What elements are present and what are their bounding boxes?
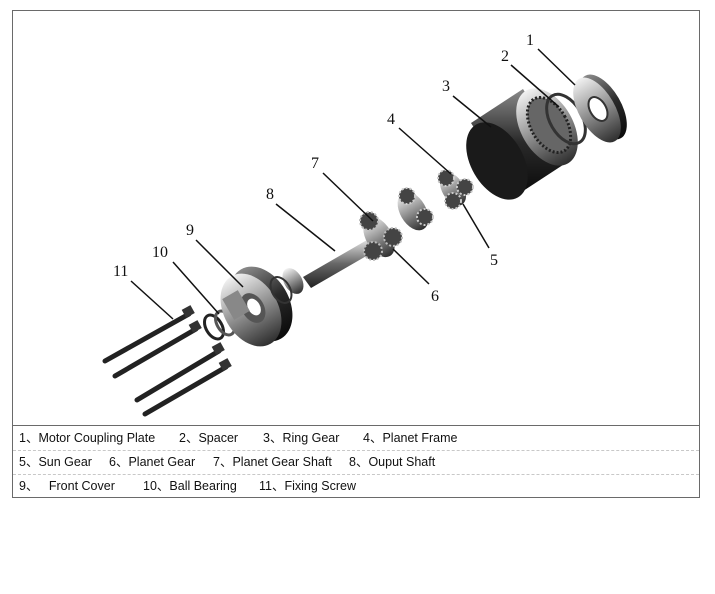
fixing-screw [112,320,202,379]
callout-3: 3 [442,78,450,95]
callout-5: 5 [490,252,498,269]
legend-item: 10、Ball Bearing [143,479,237,493]
legend-item: 8、Ouput Shaft [349,455,436,469]
fixing-screws [102,305,232,417]
planet-gear-shaft [359,211,403,261]
callout-2: 2 [501,48,509,65]
planet-frame [397,187,434,231]
legend-item: 2、Spacer [179,431,239,445]
legend-item: 9、 Front Cover [19,479,115,493]
exploded-view-diagram: 1 2 3 4 5 6 7 8 9 10 11 [102,32,627,417]
sun-gear [437,169,474,210]
callout-6: 6 [431,288,439,305]
parts-legend: 1、Motor Coupling Plate 2、Spacer 3、Ring G… [13,425,699,498]
legend-row: 9、 Front Cover 10、Ball Bearing 11、Fixing… [13,474,699,498]
fixing-screw [134,342,225,403]
motor-coupling-plate [573,74,627,143]
callout-7: 7 [311,155,319,172]
callout-11: 11 [113,263,128,280]
legend-row: 1、Motor Coupling Plate 2、Spacer 3、Ring G… [13,426,699,451]
ring-gear [466,88,578,200]
legend-item: 4、Planet Frame [363,431,458,445]
shaft-bearing [269,268,304,304]
callout-8: 8 [266,186,274,203]
callout-1: 1 [526,32,534,49]
legend-item: 5、Sun Gear [19,455,92,469]
callout-10: 10 [152,244,168,261]
callout-4: 4 [387,111,395,128]
legend-item: 7、Planet Gear Shaft [213,455,332,469]
legend-row: 5、Sun Gear 6、Planet Gear 7、Planet Gear S… [13,450,699,475]
leader-lines [130,48,576,320]
fixing-screw [102,305,195,364]
output-shaft [303,240,375,288]
legend-item: 1、Motor Coupling Plate [19,431,156,445]
callout-9: 9 [186,222,194,239]
legend-item: 3、Ring Gear [263,431,340,445]
legend-item: 11、Fixing Screw [259,479,357,493]
legend-item: 6、Planet Gear [109,455,196,469]
figure-frame: 1 2 3 4 5 6 7 8 9 10 11 1、Motor Coupling… [12,10,700,498]
fixing-screw [142,358,232,417]
front-cover [220,266,293,347]
